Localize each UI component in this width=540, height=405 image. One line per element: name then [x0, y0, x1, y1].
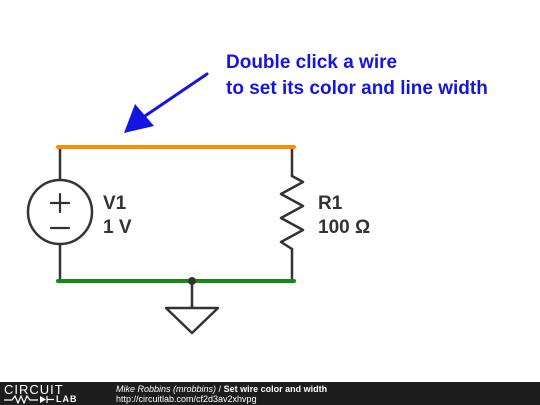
resistor-r1[interactable]	[279, 174, 305, 251]
plus-icon	[49, 192, 71, 214]
logo-word-lab: LAB	[56, 394, 78, 404]
annotation-arrow-icon	[124, 72, 209, 133]
logo-wave-icon	[4, 395, 54, 404]
annotation-line-2: to set its color and line width	[226, 78, 488, 99]
footer-circuit-title: Set wire color and width	[223, 384, 328, 394]
annotation-line-1: Double click a wire	[226, 52, 398, 73]
footer-line-1: Mike Robbins (mrobbins) / Set wire color…	[116, 384, 327, 394]
logo-word-circuit: CIRCUIT	[4, 382, 64, 397]
annotation-text: Double click a wire to set its color and…	[226, 50, 488, 102]
schematic-canvas	[26, 72, 305, 335]
r1-name-label: R1	[318, 193, 343, 214]
footer-author[interactable]: Mike Robbins (mrobbins)	[116, 384, 217, 394]
footer-text: Mike Robbins (mrobbins) / Set wire color…	[116, 384, 327, 404]
v1-value-label: 1 V	[103, 217, 132, 238]
footer-url-link[interactable]: http://circuitlab.com/cf2d3av2xhvpg	[116, 394, 257, 404]
v1-label-group: V1 1 V	[103, 192, 132, 240]
footer-bar: CIRCUIT LAB Mike Robbins (mrobbins) / Se…	[0, 382, 540, 405]
footer-separator: /	[216, 384, 224, 394]
r1-value-label: 100 Ω	[318, 217, 371, 238]
ground-icon[interactable]	[164, 306, 220, 335]
v1-name-label: V1	[103, 193, 127, 214]
circuitlab-logo[interactable]: CIRCUIT LAB	[4, 383, 96, 404]
junction-dot	[188, 277, 196, 285]
voltage-source-v1[interactable]	[26, 178, 94, 246]
r1-label-group: R1 100 Ω	[318, 192, 370, 240]
